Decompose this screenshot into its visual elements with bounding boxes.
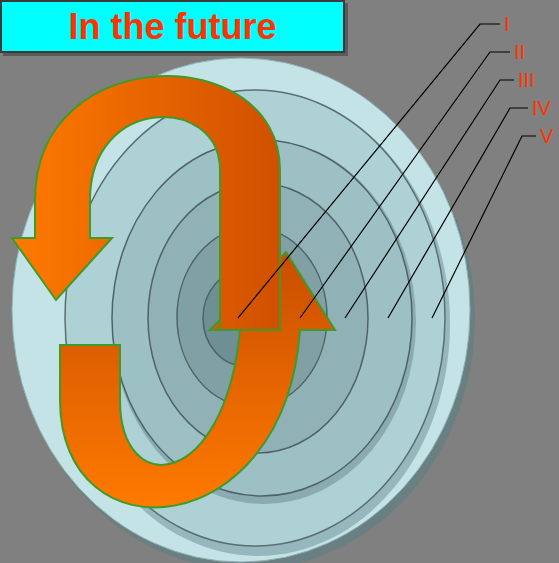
leader-line bbox=[238, 24, 500, 318]
leader-line bbox=[300, 52, 510, 318]
part-label: V bbox=[540, 125, 553, 147]
title-box: In the future bbox=[0, 0, 345, 53]
part-label: I bbox=[504, 13, 510, 35]
part-label: III bbox=[518, 69, 535, 91]
leader-line bbox=[345, 80, 514, 318]
cycle-arrow bbox=[60, 252, 335, 507]
part-label: II bbox=[514, 41, 525, 63]
part-label: IV bbox=[532, 97, 551, 119]
cycle-arrow bbox=[12, 76, 280, 330]
leader-line bbox=[388, 108, 528, 318]
leader-line bbox=[432, 136, 536, 318]
ring-v bbox=[12, 58, 470, 562]
title: In the future bbox=[69, 6, 277, 48]
